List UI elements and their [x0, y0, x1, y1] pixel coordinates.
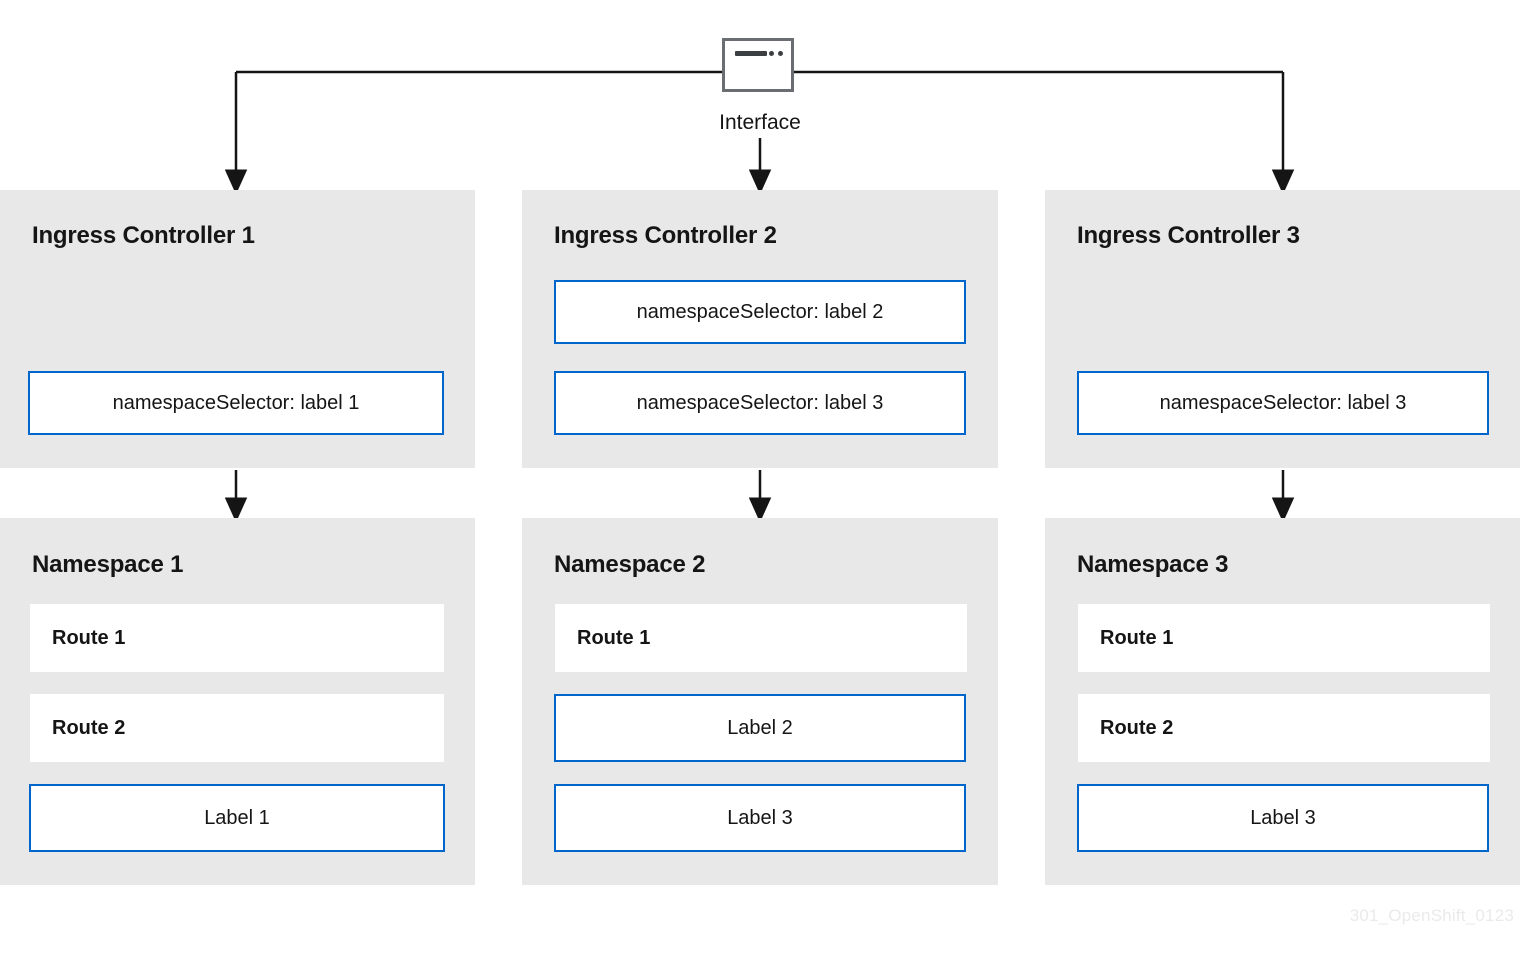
browser-window-icon — [722, 38, 794, 92]
namespace-3-title: Namespace 3 — [1077, 551, 1229, 578]
namespace-2-panel: Namespace 2 Route 1 Label 2 Label 3 — [522, 518, 998, 885]
watermark: 301_OpenShift_0123 — [1349, 906, 1514, 925]
namespace-selector-box[interactable]: namespaceSelector: label 2 — [554, 280, 966, 344]
namespace-2-title: Namespace 2 — [554, 551, 706, 578]
route-box[interactable]: Route 2 — [30, 694, 444, 762]
ingress-controller-3-title: Ingress Controller 3 — [1077, 222, 1300, 249]
route-box[interactable]: Route 1 — [30, 604, 444, 672]
namespace-label-box[interactable]: Label 3 — [1077, 784, 1489, 852]
ingress-controller-3-panel: Ingress Controller 3 namespaceSelector: … — [1045, 190, 1520, 468]
route-box[interactable]: Route 1 — [1078, 604, 1490, 672]
namespace-label-box[interactable]: Label 3 — [554, 784, 966, 852]
namespace-selector-box[interactable]: namespaceSelector: label 3 — [1077, 371, 1489, 435]
namespace-selector-box[interactable]: namespaceSelector: label 1 — [28, 371, 444, 435]
ingress-controller-1-panel: Ingress Controller 1 namespaceSelector: … — [0, 190, 475, 468]
window-dots-icon — [760, 51, 783, 56]
route-box[interactable]: Route 2 — [1078, 694, 1490, 762]
namespace-label-box[interactable]: Label 2 — [554, 694, 966, 762]
namespace-3-panel: Namespace 3 Route 1 Route 2 Label 3 — [1045, 518, 1520, 885]
ingress-controller-1-title: Ingress Controller 1 — [32, 222, 255, 249]
route-box[interactable]: Route 1 — [555, 604, 967, 672]
namespace-selector-box[interactable]: namespaceSelector: label 3 — [554, 371, 966, 435]
ingress-controller-2-panel: Ingress Controller 2 namespaceSelector: … — [522, 190, 998, 468]
namespace-1-title: Namespace 1 — [32, 551, 184, 578]
ingress-controller-2-title: Ingress Controller 2 — [554, 222, 777, 249]
interface-label: Interface — [719, 111, 801, 134]
window-titlebar-line — [735, 51, 767, 56]
namespace-label-box[interactable]: Label 1 — [29, 784, 445, 852]
namespace-1-panel: Namespace 1 Route 1 Route 2 Label 1 — [0, 518, 475, 885]
